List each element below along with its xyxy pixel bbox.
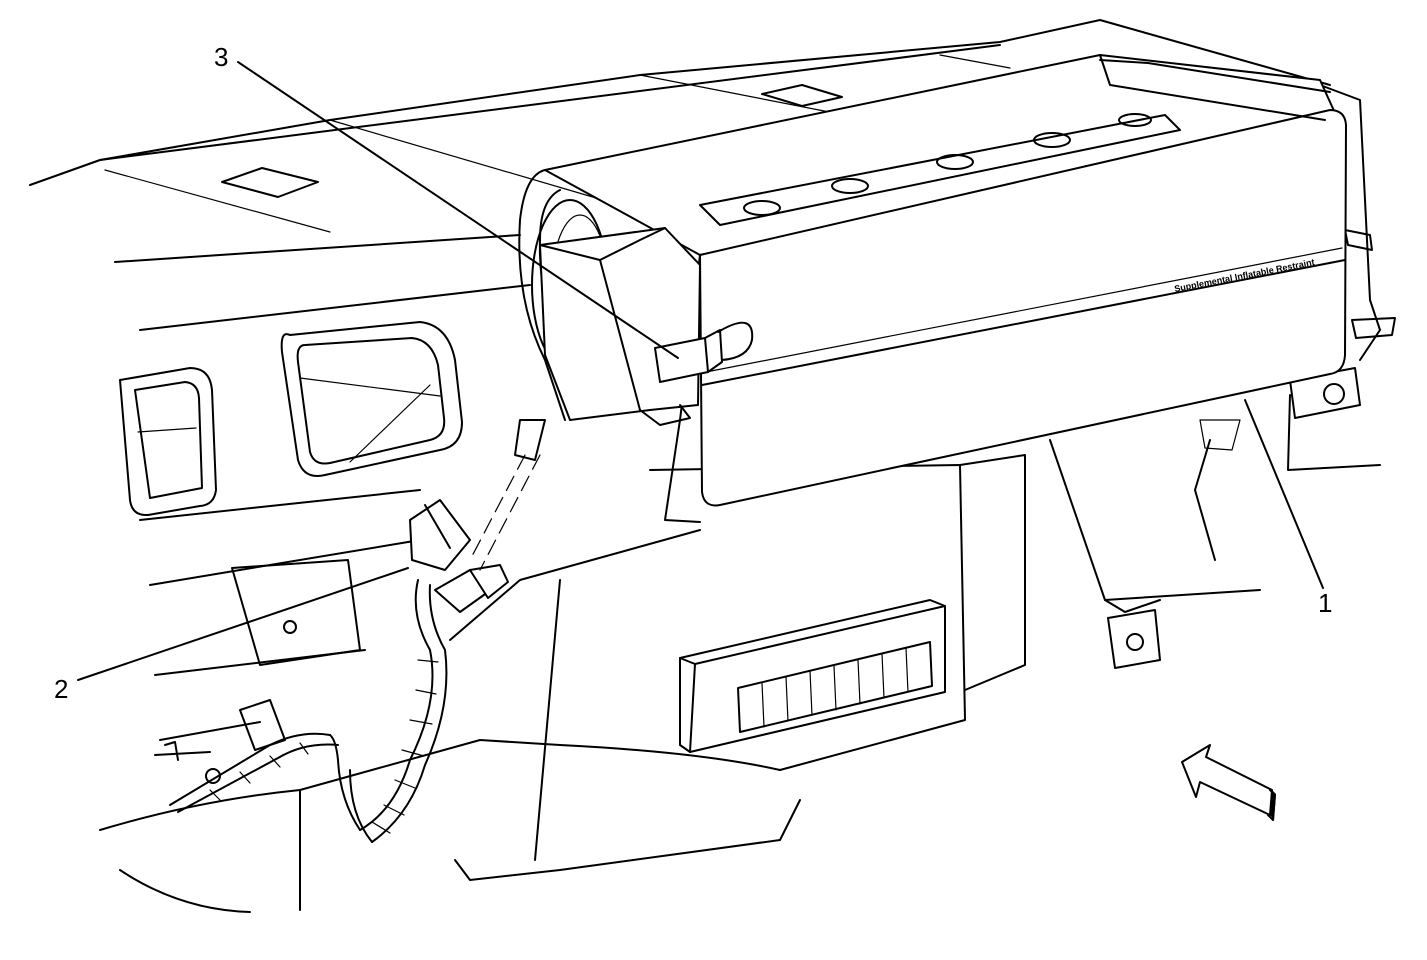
defrost-grille-left bbox=[221, 167, 319, 198]
instrument-panel-top bbox=[29, 19, 1331, 331]
lower-brackets bbox=[154, 741, 211, 761]
wiring-harness bbox=[169, 419, 546, 843]
harness-connector bbox=[409, 499, 471, 571]
callout-leaders bbox=[77, 61, 1324, 681]
lower-dash-face bbox=[99, 439, 1261, 913]
callout-1-leader bbox=[1244, 399, 1324, 589]
view-direction-arrow bbox=[1181, 744, 1276, 821]
lower-air-vent bbox=[679, 599, 946, 753]
callout-3-leader bbox=[237, 61, 679, 359]
center-air-outlet bbox=[119, 367, 217, 517]
callout-1-label: 1 bbox=[1318, 588, 1332, 618]
callout-2-label: 2 bbox=[54, 674, 68, 704]
module-fasteners bbox=[743, 113, 1152, 216]
defrost-grille-center bbox=[761, 84, 843, 107]
callout-2-leader bbox=[77, 567, 409, 681]
sir-connector-module bbox=[639, 321, 754, 426]
callout-3-label: 3 bbox=[214, 42, 228, 72]
left-air-outlet bbox=[280, 321, 463, 477]
